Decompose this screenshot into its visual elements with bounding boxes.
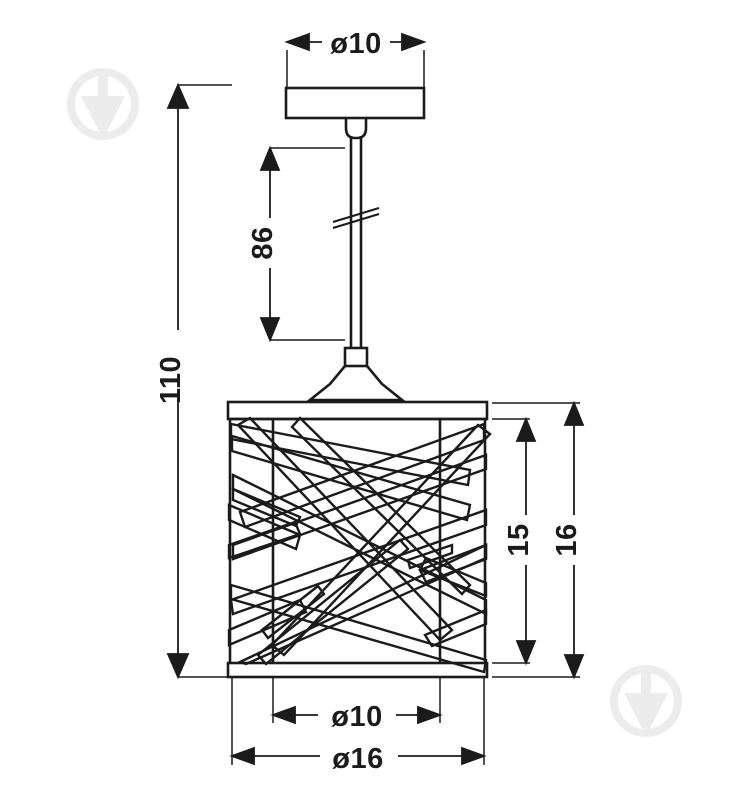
dim-shade-inner-height [492,416,537,666]
ribbon-c1 [236,416,454,642]
dim-total-height [166,82,232,680]
ribbon-h1 [227,598,308,647]
watermark-logo-bottom-right [610,665,683,737]
dimension-lines [166,32,585,766]
ribbon-a1 [229,422,472,487]
ribbon-tip-left-upper [231,487,302,528]
cord-gland [344,118,368,140]
watermark-logo-top-left [67,68,140,140]
ribbon-d1 [270,423,492,657]
ribbon-e1 [227,503,302,551]
dim-shade-outer-diameter [229,677,487,766]
ribbon-n1 [231,453,488,561]
ribbon-a2 [230,434,472,522]
cord-break-symbol [332,206,380,230]
shade-cone-top [306,365,406,402]
label-shade-outer-height: 16 [551,523,583,556]
label-total-height: 110 [155,356,187,404]
ceiling-canopy [284,86,426,120]
dim-shade-inner-diameter [270,677,443,725]
ribbon-k1 [256,538,410,666]
label-shade-outer-diameter: ø16 [332,743,383,775]
lamp-holder-block [343,346,369,368]
shade-woven-ribbons [227,416,492,674]
ribbon-o1 [236,543,488,666]
label-canopy-diameter: ø10 [330,28,381,60]
dim-canopy-diameter [284,32,427,88]
label-cord-length: 86 [247,226,279,259]
ribbon-m1 [231,473,488,616]
dim-shade-outer-height [492,400,585,680]
ribbon-l1 [290,416,472,596]
ribbon-g1 [229,583,488,674]
label-shade-inner-diameter: ø10 [331,701,382,733]
ribbon-tip-right-mid [406,543,454,570]
dim-cord-length [259,145,345,343]
ribbon-j1 [423,608,488,648]
shade-bottom-rim [226,661,489,679]
label-shade-inner-height: 15 [503,523,535,556]
lamp-geometry [226,86,492,679]
ribbon-tip-left-lower [260,584,326,640]
